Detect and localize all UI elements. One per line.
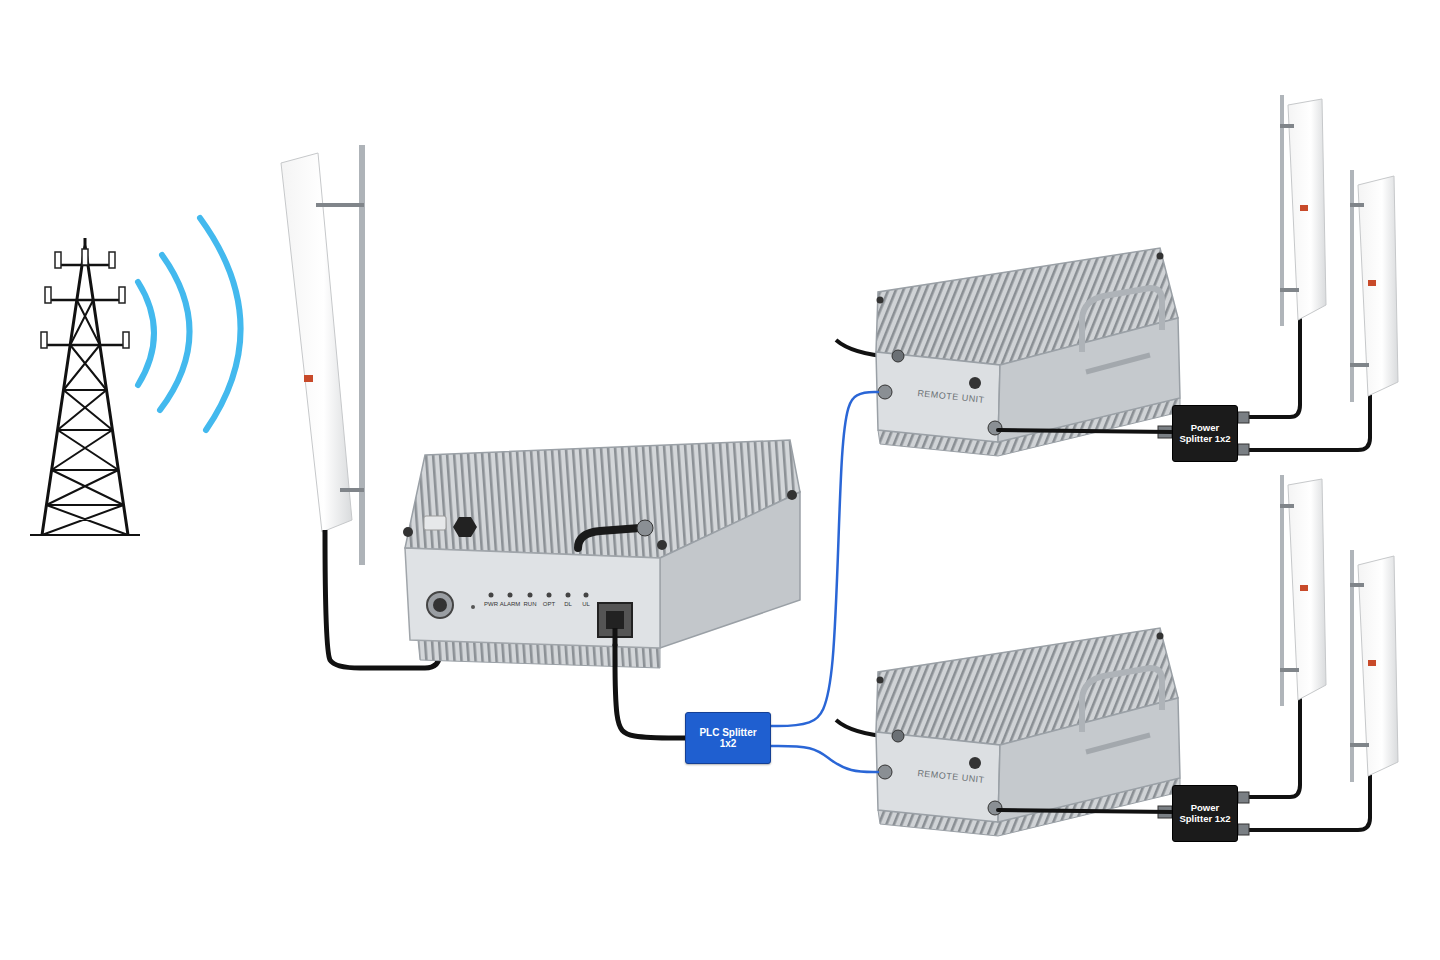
screw: [657, 540, 667, 550]
splitter-label: PLC Splitter 1x2: [692, 727, 764, 750]
screw: [787, 490, 797, 500]
radio-wave: [160, 255, 190, 410]
status-led: [528, 593, 533, 598]
front-face: [405, 548, 660, 648]
tower-platforms: [44, 265, 126, 345]
tower-antenna: [41, 332, 47, 348]
led-label: PWR: [484, 601, 498, 607]
power-splitter: Power Splitter 1x2: [1172, 785, 1238, 842]
radio-wave: [138, 282, 154, 385]
optical-port-core: [606, 611, 624, 629]
tower-antenna: [45, 287, 51, 303]
donor-antenna: [281, 153, 352, 532]
tower-antenna: [82, 249, 88, 265]
led-label: OPT: [543, 601, 555, 607]
antenna-bracket: [340, 488, 364, 492]
status-led: [489, 593, 494, 598]
led-label: RUN: [524, 601, 537, 607]
cable-gland: [453, 517, 477, 537]
tower-bars: [30, 300, 140, 535]
tower-antenna: [55, 252, 61, 268]
splitter-label: Power Splitter 1x2: [1178, 803, 1232, 824]
antenna-bracket: [316, 203, 364, 207]
remote-unit-body: [836, 248, 1180, 456]
tower-antenna: [109, 252, 115, 268]
led-label: ALARM: [500, 601, 521, 607]
led-label: DL: [564, 601, 572, 607]
unit-label: REMOTE UNIT: [917, 388, 985, 405]
donor-port-core: [433, 598, 447, 612]
cable: [615, 645, 685, 738]
donor-port: [427, 592, 453, 618]
remote-unit-body: [836, 628, 1180, 836]
status-led: [508, 593, 513, 598]
ground-screw: [471, 605, 475, 609]
tower-antenna: [123, 332, 129, 348]
antenna-logo: [304, 375, 313, 382]
power-cable: [578, 528, 640, 548]
cable: [998, 810, 1172, 812]
remote-unit: REMOTE UNIT: [878, 368, 998, 440]
power-splitter: Power Splitter 1x2: [1172, 405, 1238, 462]
remote-unit: REMOTE UNIT: [878, 748, 998, 820]
cable: [771, 746, 878, 772]
status-led: [566, 593, 571, 598]
side-face: [660, 492, 800, 648]
tower-bracing: [42, 300, 128, 535]
unit-label: REMOTE UNIT: [917, 768, 985, 785]
screw: [403, 527, 413, 537]
radio-wave: [200, 218, 241, 430]
tower-antenna: [119, 287, 125, 303]
antenna-pole: [359, 145, 365, 565]
antenna-pair: [1248, 95, 1398, 450]
cable: [771, 392, 878, 726]
tower-legs: [42, 238, 128, 535]
status-led: [547, 593, 552, 598]
status-led: [584, 593, 589, 598]
plc-splitter: PLC Splitter 1x2: [685, 712, 771, 764]
master-unit: PWRALARMRUN OPT DL UL: [405, 555, 660, 645]
power-port: [637, 520, 653, 536]
cable: [998, 430, 1172, 432]
antenna-pair: [1248, 475, 1398, 830]
label-plate: [424, 516, 446, 530]
led-label: UL: [582, 601, 590, 607]
splitter-label: Power Splitter 1x2: [1178, 423, 1232, 444]
